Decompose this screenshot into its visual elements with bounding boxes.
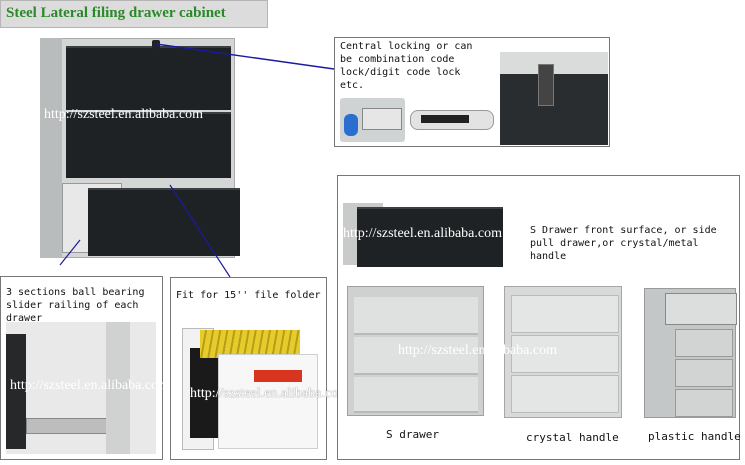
watermark-main: http://szsteel.en.alibaba.com <box>44 107 204 122</box>
watermark-handles: http://szsteel.en.alibaba.com <box>398 343 558 358</box>
digit-keypad <box>421 115 469 123</box>
drawer-front-open <box>88 188 240 256</box>
s-drawer-2 <box>354 337 478 375</box>
plastic-drawer-4 <box>675 389 733 417</box>
cabinet-side-edge <box>106 322 130 454</box>
slider-rail-image <box>6 322 156 454</box>
red-label-holder <box>254 370 302 382</box>
label-crystal-handle: crystal handle <box>526 431 619 444</box>
s-drawer-front <box>357 207 503 267</box>
crystal-drawer-3 <box>511 375 619 413</box>
slider-callout-text: 3 sections ball bearing slider railing o… <box>6 287 145 324</box>
title-bar <box>0 0 268 28</box>
file-folders <box>200 330 300 358</box>
folder-drawer-image <box>182 318 322 453</box>
combination-lock-image <box>340 98 405 142</box>
watermark-slider: http://szsteel.en.alibaba.com <box>10 378 170 393</box>
closeup-lock-icon <box>538 64 554 106</box>
label-plastic-handle: plastic handle <box>648 430 741 443</box>
drawer-dark-interior <box>190 348 220 438</box>
locking-callout-text: Central locking or can be combination co… <box>340 41 473 91</box>
cabinet-side <box>40 38 62 258</box>
lock-closeup-image <box>500 52 608 145</box>
digit-lock-image <box>410 110 494 130</box>
drawer-lock <box>152 40 160 56</box>
rail-dark-panel <box>6 334 26 449</box>
crystal-drawer-1 <box>511 295 619 333</box>
plastic-drawer-2 <box>675 329 733 357</box>
plastic-handle-cabinet-image <box>644 288 737 418</box>
plastic-drawer-open <box>665 293 737 325</box>
s-drawer-3 <box>354 377 478 413</box>
s-drawer-1 <box>354 297 478 335</box>
s-drawer-closeup-image <box>343 197 503 269</box>
drawer-front-middle <box>66 112 231 178</box>
page-title: Steel Lateral filing drawer cabinet <box>6 5 226 21</box>
crystal-handle-cabinet-image <box>504 286 622 418</box>
crystal-drawer-2 <box>511 335 619 373</box>
key-icon <box>344 114 358 136</box>
rail-track <box>26 418 108 434</box>
main-cabinet-image <box>40 38 240 258</box>
s-drawer-cabinet-image <box>347 286 484 416</box>
combination-dial <box>362 108 402 130</box>
watermark-folder: http://szsteel.en.alibaba.com <box>190 386 350 401</box>
plastic-drawer-3 <box>675 359 733 387</box>
s-drawer-callout-text: S Drawer front surface, or side pull dra… <box>530 225 717 262</box>
closeup-frame <box>500 52 608 74</box>
label-s-drawer: S drawer <box>386 428 439 441</box>
watermark-s-drawer: http://szsteel.en.alibaba.com <box>343 226 503 241</box>
folder-callout-text: Fit for 15'' file folder <box>176 290 321 301</box>
drawer-front-white <box>218 354 318 449</box>
drawer-front-top <box>66 46 231 110</box>
